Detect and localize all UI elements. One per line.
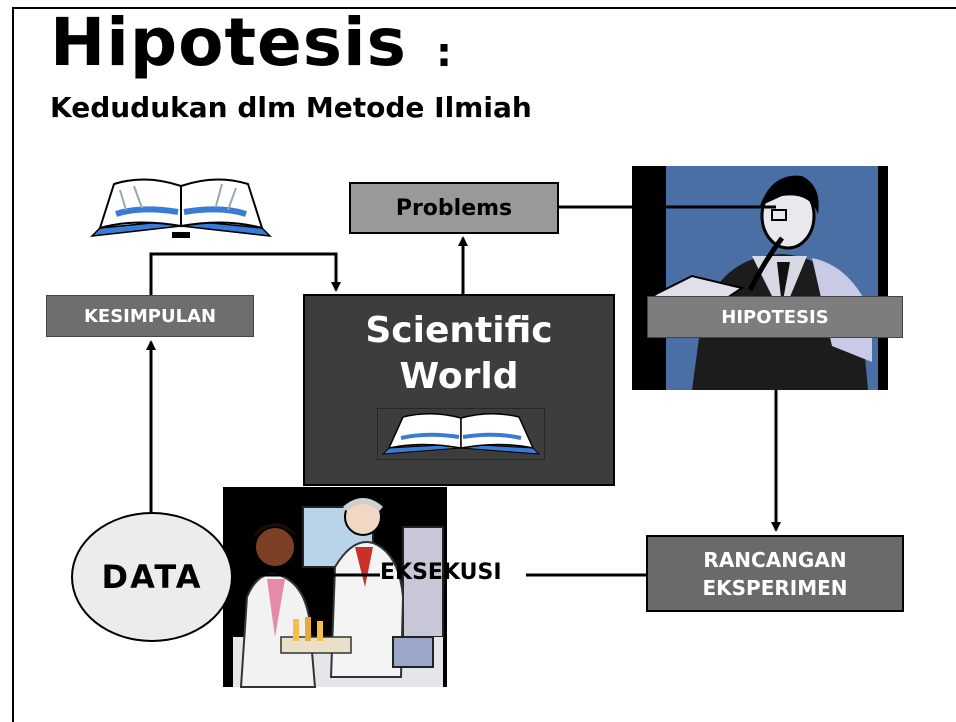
kesimpulan-box: KESIMPULAN <box>46 295 254 337</box>
scientific-world-line2: World <box>399 356 519 397</box>
eksekusi-label: EKSEKUSI <box>380 560 502 585</box>
slide-title: Hipotesis <box>50 4 407 81</box>
eksperimen-label: EKSPERIMEN <box>702 575 848 600</box>
scientific-world-box: Scientific World <box>303 294 615 486</box>
hipotesis-box: HIPOTESIS <box>647 296 903 338</box>
problems-label: Problems <box>395 195 513 221</box>
data-ellipse: DATA <box>71 512 233 642</box>
title-colon: : <box>436 30 452 76</box>
slide-subtitle: Kedudukan dlm Metode Ilmiah <box>50 91 532 124</box>
data-label: DATA <box>101 558 203 596</box>
problems-box: Problems <box>349 182 559 234</box>
scientists-lab-clipart <box>223 487 447 688</box>
slide-border-left <box>12 7 14 722</box>
open-book-icon <box>377 408 545 460</box>
arrow-kesimpulan-to-scientific-world <box>149 252 341 295</box>
rancangan-eksperimen-box: RANCANGAN EKSPERIMEN <box>646 535 904 612</box>
open-book-icon <box>89 178 273 238</box>
slide-border-top <box>12 7 956 9</box>
hipotesis-label: HIPOTESIS <box>721 306 829 328</box>
rancangan-label: RANCANGAN <box>703 547 847 572</box>
scientific-world-label: Scientific World <box>305 308 613 400</box>
kesimpulan-label: KESIMPULAN <box>83 305 217 327</box>
scientific-world-line1: Scientific <box>365 310 553 351</box>
